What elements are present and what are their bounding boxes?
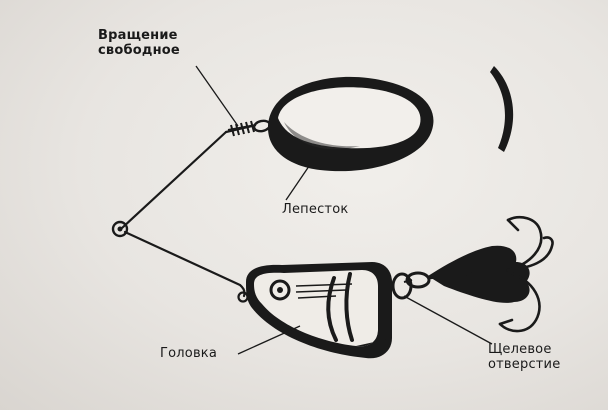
hook-shank xyxy=(428,268,510,280)
label-petal: Лепесток xyxy=(282,202,349,217)
label-rotation-free: Вращение свободное xyxy=(98,28,180,58)
petal-highlight xyxy=(278,87,421,149)
petal-blade xyxy=(268,76,434,172)
upper-wire xyxy=(120,130,228,230)
hook-middle xyxy=(506,236,554,272)
label-rotation-line1: Вращение xyxy=(98,28,178,43)
wire-frame xyxy=(120,124,254,298)
lower-wire xyxy=(123,230,246,298)
label-slot-opening: Щелевое отверстие xyxy=(488,342,560,372)
label-slot-line2: отверстие xyxy=(488,357,561,372)
leader-head xyxy=(237,325,301,355)
hook-lower xyxy=(498,270,541,333)
label-rotation-line2: свободное xyxy=(98,43,180,58)
hook-upper-barb xyxy=(506,218,520,232)
head-face xyxy=(254,270,378,347)
hook-lower-barb xyxy=(498,318,514,326)
hook-upper xyxy=(506,216,543,272)
label-slot-line1: Щелевое xyxy=(488,342,552,357)
leader-petal xyxy=(285,149,321,201)
petal-inner-shade xyxy=(284,122,360,150)
petal-side-profile xyxy=(490,66,514,152)
split-ring xyxy=(391,271,431,300)
treble-hook xyxy=(428,216,554,333)
leader-lines xyxy=(195,65,493,355)
label-head: Головка xyxy=(160,346,218,361)
head-shadow xyxy=(356,270,392,347)
leader-rotation xyxy=(195,65,239,127)
lure-head xyxy=(237,262,392,359)
leader-slot xyxy=(403,295,493,345)
wire-eye xyxy=(111,220,129,238)
